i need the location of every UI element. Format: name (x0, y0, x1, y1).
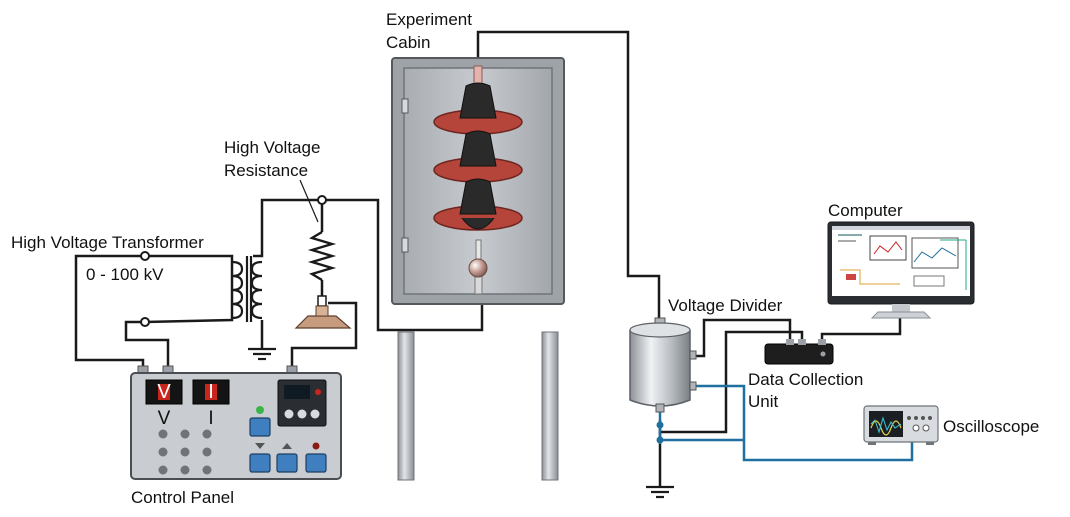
data-collection-unit-icon (764, 339, 834, 365)
experiment-cabin-label: Experiment (386, 10, 472, 29)
voltmeter-caption: V (158, 408, 171, 429)
panel-button (249, 453, 271, 473)
ammeter-caption: I (208, 408, 213, 429)
terminal-node (140, 251, 150, 261)
insulator-unit (433, 178, 523, 231)
keypad (158, 429, 212, 475)
experiment-cabin-label: Cabin (386, 33, 430, 52)
panel-button (305, 453, 327, 473)
panel-button (249, 417, 271, 437)
label-leader (299, 179, 319, 223)
up-arrow-icon (282, 443, 292, 449)
signal-junction (656, 421, 664, 429)
down-arrow-icon (255, 443, 265, 449)
computer-label: Computer (828, 201, 903, 220)
resistor-icon (307, 230, 337, 282)
spark-gap-electrode (294, 295, 352, 329)
terminal-node (317, 195, 327, 205)
data-collection-unit-label: Data Collection (748, 370, 863, 389)
experiment-cabin (391, 57, 565, 481)
ground-icon (248, 347, 276, 361)
ammeter-symbol: I (208, 381, 214, 403)
hv-resistance-label: High Voltage (224, 138, 320, 157)
ground-icon (646, 485, 674, 499)
data-collection-unit-label: Unit (748, 392, 779, 411)
control-panel: V V I I (130, 365, 342, 480)
terminal-node (140, 317, 150, 327)
status-led-icon (256, 406, 264, 414)
ball-electrode (468, 258, 488, 278)
transformer-icon (231, 256, 263, 322)
stop-indicator-icon (312, 442, 320, 450)
computer-icon (827, 221, 975, 319)
oscilloscope-icon (863, 405, 939, 445)
insulator-unit (433, 82, 523, 135)
panel-button (276, 453, 298, 473)
control-panel-label: Control Panel (131, 488, 234, 507)
signal-junction (656, 436, 664, 444)
insulator-unit (433, 130, 523, 183)
oscilloscope-label: Oscilloscope (943, 417, 1039, 436)
hv-transformer-label: High Voltage Transformer (11, 233, 204, 252)
hv-resistance-label: Resistance (224, 161, 308, 180)
voltage-divider-label: Voltage Divider (668, 296, 783, 315)
voltage-range-label: 0 - 100 kV (86, 265, 164, 284)
voltmeter-symbol: V (157, 381, 171, 403)
voltage-divider-icon (629, 317, 697, 413)
